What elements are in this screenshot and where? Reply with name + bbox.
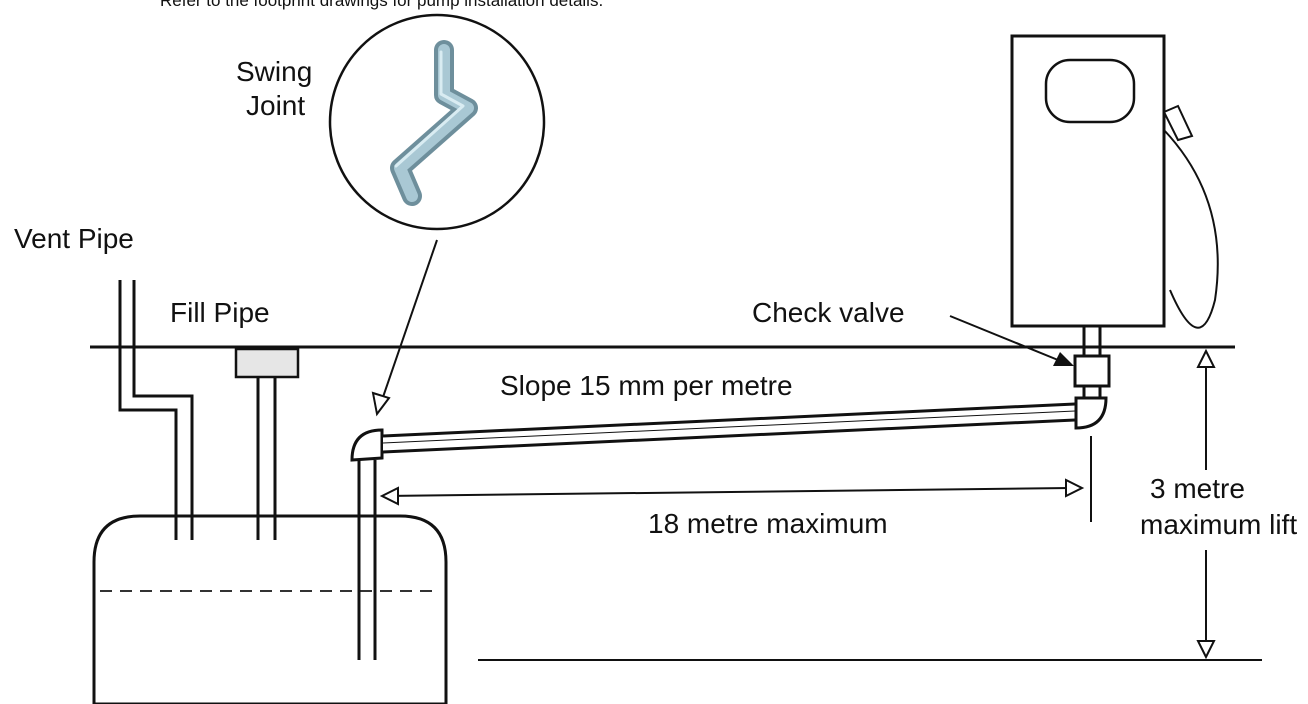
storage-tank (92, 514, 448, 704)
callout-arrowhead (371, 391, 391, 417)
swing-joint-callout (328, 13, 546, 417)
swing-joint-label-line2: Joint (246, 90, 305, 121)
check-valve (1073, 354, 1111, 388)
pump-elbow (1074, 396, 1108, 430)
callout-circle (328, 13, 546, 231)
slope-label: Slope 15 mm per metre (500, 370, 793, 401)
vent-pipe-label: Vent Pipe (14, 223, 134, 254)
horizontal-distance-label: 18 metre maximum (648, 508, 888, 539)
fuel-dispenser (1010, 34, 1219, 329)
swing-joint-label-line1: Swing (236, 56, 312, 87)
fill-pipe-label: Fill Pipe (170, 297, 270, 328)
suction-pipe (357, 460, 377, 660)
vent-pipe (118, 280, 194, 540)
horizontal-dimension (379, 436, 1092, 522)
lift-label-line1: 3 metre (1150, 473, 1245, 504)
check-valve-pointer (949, 315, 1074, 366)
swing-joint-pipe-illustration (390, 40, 478, 206)
check-valve-label: Check valve (752, 297, 905, 328)
dispenser-hose (1163, 129, 1219, 329)
dispenser-display (1044, 58, 1136, 124)
dispenser-nozzle (1162, 104, 1194, 142)
sloped-suction-line (382, 402, 1076, 454)
tank-elbow (350, 428, 384, 462)
header-note: Refer to the footprint drawings for pump… (160, 0, 603, 10)
callout-leader-line (381, 239, 438, 401)
fill-pipe (234, 347, 300, 540)
lift-label-line2: maximum lift (1140, 509, 1297, 540)
fill-pipe-cap (234, 347, 300, 379)
pump-riser (1082, 326, 1102, 398)
